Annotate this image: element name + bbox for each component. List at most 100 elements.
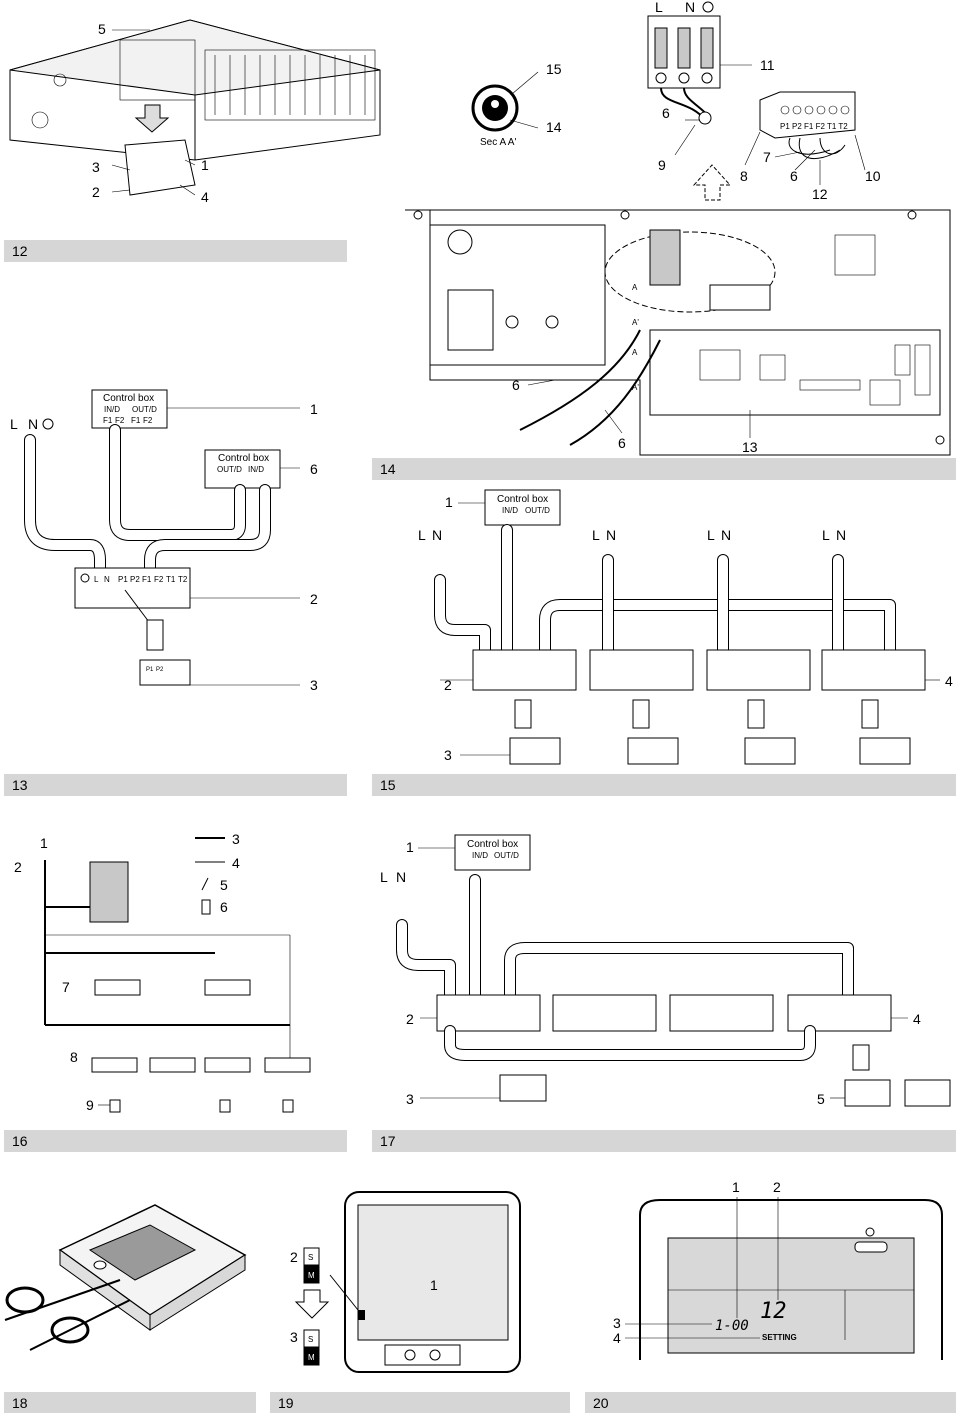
terminal-strip-label: P1 P2 F1 F2 T1 T2 — [780, 122, 848, 131]
fig13-box2-in: IN/D — [248, 465, 264, 474]
fig13-callout-1: 1 — [310, 401, 318, 417]
fig14-callout-8: 8 — [740, 168, 748, 184]
fig13-box1-title: Control box — [103, 393, 154, 404]
fig17-box-in: IN/D — [472, 851, 488, 860]
fig15-callout-3: 3 — [444, 747, 452, 763]
fig17-box-out: OUT/D — [494, 851, 519, 860]
fig14-callout-9: 9 — [658, 157, 666, 173]
fig13-N: N — [28, 416, 38, 432]
fig14-callout-12: 12 — [812, 186, 828, 202]
figure-16-wiring: 1 2 3 4 5 6 7 8 9 — [14, 831, 311, 1113]
fig19-switch-S-bottom: S — [308, 1335, 313, 1344]
fig17-callout-2: 2 — [406, 1011, 414, 1027]
figure-15-wiring: 1 Control box IN/D OUT/D L N L N L N L N… — [418, 489, 953, 765]
fig13-box1-in: IN/D — [104, 405, 120, 414]
sec-callout-15: 15 — [546, 61, 562, 77]
figure-17-wiring: 1 Control box IN/D OUT/D L N 2 4 3 5 — [380, 834, 951, 1107]
fig13-tb-f2: F2 — [154, 575, 164, 584]
fig13-f1: F1 — [103, 416, 113, 425]
fig13-f2: F2 — [115, 416, 125, 425]
fig13-L: L — [10, 416, 18, 432]
earth-icon — [42, 418, 54, 430]
lcd-value: 12 — [760, 1299, 787, 1324]
fig13-tb-t1: T1 — [166, 575, 176, 584]
figure-14-control-board: A A' A A' 6 6 13 — [405, 164, 951, 456]
fig17-callout-3: 3 — [406, 1091, 414, 1107]
fig13-box2-out: OUT/D — [217, 465, 242, 474]
section-bar-19 — [270, 1392, 570, 1413]
section-bar-12 — [4, 240, 347, 262]
fig12-callout-4: 4 — [201, 189, 209, 205]
fig16-callout-1: 1 — [40, 835, 48, 851]
figure-19-switch-setting: 1 2 S M 3 S M — [290, 1191, 521, 1373]
fig16-callout-9: 9 — [86, 1097, 94, 1113]
power-terminal-detail: L N 11 6 9 P1 P2 F1 F2 T1 T2 8 7 — [647, 0, 881, 202]
fig15-box-in: IN/D — [502, 506, 518, 515]
lcd-setting-label: SETTING — [762, 1333, 797, 1342]
fig16-callout-3: 3 — [232, 831, 240, 847]
fig15-box-title: Control box — [497, 494, 548, 505]
fig19-callout-3: 3 — [290, 1329, 298, 1345]
section-number-20: 20 — [593, 1395, 609, 1411]
fig19-switch-S-top: S — [308, 1253, 313, 1262]
fig15-L4: L — [822, 527, 830, 543]
earth-icon — [702, 1, 714, 13]
section-bar-17 — [372, 1130, 956, 1152]
fig20-callout-3: 3 — [613, 1315, 621, 1331]
fig15-L: L — [418, 527, 426, 543]
fig14-callout-6d: 6 — [618, 435, 626, 451]
fig16-callout-4: 4 — [232, 855, 240, 871]
figure-18-remote-controller — [4, 1204, 247, 1351]
fig16-callout-6: 6 — [220, 899, 228, 915]
sec-label: Sec A A' — [480, 137, 516, 148]
fig16-callout-8: 8 — [70, 1049, 78, 1065]
sec-callout-14: 14 — [546, 119, 562, 135]
fig15-N2: N — [606, 527, 616, 543]
fig14-callout-6a: 6 — [662, 105, 670, 121]
section-bar-20 — [585, 1392, 956, 1413]
section-bar-14 — [372, 458, 956, 480]
fig13-tb-t2: T2 — [178, 575, 188, 584]
fig13-tb-p2: P2 — [130, 575, 140, 584]
fig13-callout-3: 3 — [310, 677, 318, 693]
fig12-callout-1: 1 — [201, 157, 209, 173]
fig15-N3: N — [721, 527, 731, 543]
figure-20-lcd-display: 1-00 12 SETTING 1 2 3 4 — [613, 1179, 943, 1360]
fig16-callout-7: 7 — [62, 979, 70, 995]
marker-A-1: A — [632, 283, 638, 292]
fig13-tb-L: L — [94, 575, 99, 584]
fig15-callout-4: 4 — [945, 673, 953, 689]
fig13-callout-2: 2 — [310, 591, 318, 607]
figure-12-unit-drawing: 5 3 2 1 4 — [9, 19, 381, 205]
fig15-N: N — [432, 527, 442, 543]
fig20-callout-2: 2 — [773, 1179, 781, 1195]
terminal-L-label: L — [655, 0, 663, 15]
section-number-17: 17 — [380, 1133, 396, 1149]
terminal-N-label: N — [685, 0, 695, 15]
fig16-callout-2: 2 — [14, 859, 22, 875]
fig19-callout-2: 2 — [290, 1249, 298, 1265]
fig13-tb-p1: P1 — [118, 575, 128, 584]
fig17-callout-4: 4 — [913, 1011, 921, 1027]
section-number-16: 16 — [12, 1133, 28, 1149]
fig17-callout-1: 1 — [406, 839, 414, 855]
fig15-callout-1: 1 — [445, 494, 453, 510]
fig13-f2b: F2 — [143, 416, 153, 425]
figure-13-wiring: L N Control box IN/D OUT/D F1 F2 F1 F2 1… — [10, 389, 318, 693]
fig17-N: N — [396, 869, 406, 885]
fig15-box-out: OUT/D — [525, 506, 550, 515]
fig16-callout-5: 5 — [220, 877, 228, 893]
fig19-switch-M-bottom: M — [308, 1353, 315, 1362]
marker-Ap-1: A' — [632, 318, 639, 327]
fig15-callout-2: 2 — [444, 677, 452, 693]
fig14-callout-11: 11 — [760, 57, 775, 73]
section-number-19: 19 — [278, 1395, 294, 1411]
fig19-callout-1: 1 — [430, 1277, 438, 1293]
fig13-remote-p1: P1 — [146, 667, 154, 673]
fig13-tb-f1: F1 — [142, 575, 152, 584]
marker-A-2: A — [632, 348, 638, 357]
section-bar-18 — [4, 1392, 256, 1413]
fig14-callout-7: 7 — [763, 149, 771, 165]
fig13-callout-6: 6 — [310, 461, 318, 477]
